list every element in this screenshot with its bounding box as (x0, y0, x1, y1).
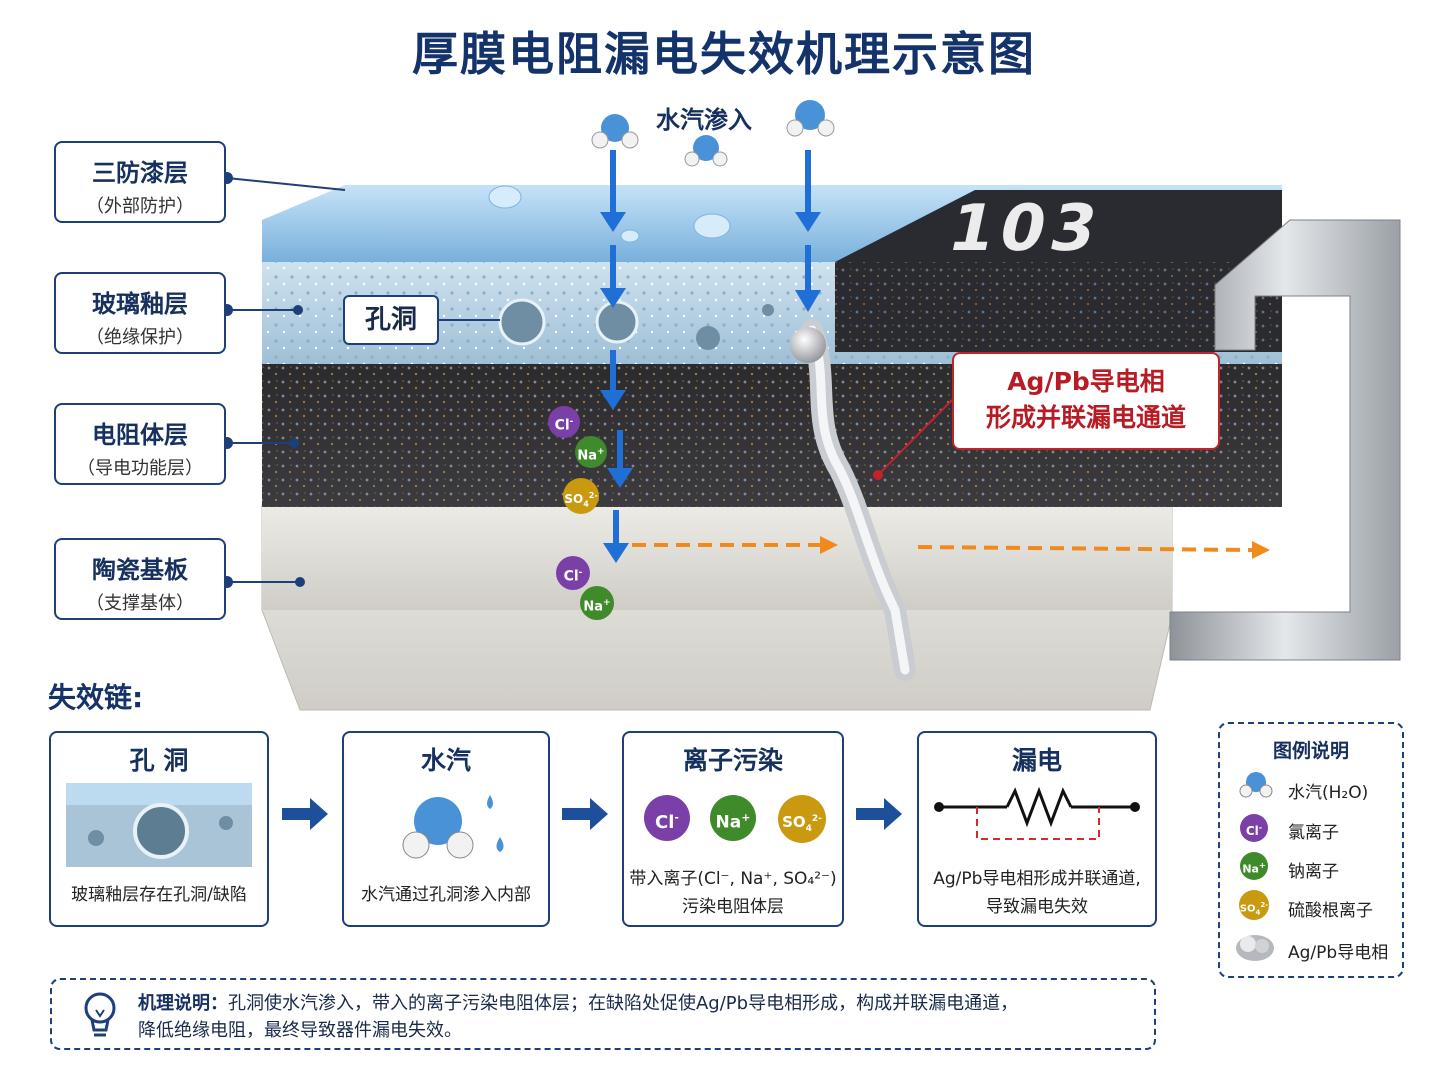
resistor-symbol-icon (934, 786, 1140, 840)
failure-chain-title: 失效链: (48, 681, 144, 714)
legend-cl-icon: Cl- (1240, 814, 1268, 842)
na-ion-icon: Na+ (710, 795, 756, 841)
legend-water: 水汽(H₂O) (1288, 783, 1369, 803)
layer-label-coating: 三防漆层（外部防护） (54, 141, 226, 223)
layer-label-ceramic: 陶瓷基板（支撑基体） (54, 538, 226, 620)
na-ion-1: Na+ (575, 436, 607, 468)
chain-card-ions: 离子污染 Cl- Na+ SO42- 带入离子(Cl⁻, Na⁺, SO₄²⁻)… (622, 731, 844, 927)
hole-callout: 孔洞 (343, 295, 439, 345)
legend-na: 钠离子 (1288, 862, 1339, 882)
page-title: 厚膜电阻漏电失效机理示意图 (412, 27, 1036, 81)
chain-card-moisture: 水汽 水汽通过孔洞渗入内部 (342, 731, 550, 927)
legend: 图例说明 水汽(H₂O) Cl- 氯离子 Na+ 钠离子 SO42- 硫酸根离子… (1218, 722, 1404, 978)
legend-so4: 硫酸根离子 (1288, 901, 1373, 921)
cl-ion-1: Cl- (548, 406, 580, 438)
cl-ion-icon: Cl- (644, 795, 690, 841)
legend-so4-icon: SO42- (1239, 890, 1269, 920)
water-icon (1239, 772, 1273, 798)
hole-illustration (66, 783, 252, 867)
mechanism-text-1: 孔洞使水汽渗入，带入的离子污染电阻体层；在缺陷处促使Ag/Pb导电相形成，构成并… (228, 993, 1019, 1014)
moisture-label: 水汽渗入 (656, 106, 752, 134)
chain-arrow-1 (282, 796, 330, 836)
cl-ion-2: Cl- (556, 556, 590, 590)
ag-pb-icon (1236, 935, 1274, 961)
chain-card-hole: 孔 洞 玻璃釉层存在孔洞/缺陷 (49, 731, 269, 927)
mechanism-text-2: 降低绝缘电阻，最终导致器件漏电失效。 (138, 1020, 462, 1041)
legend-ag-pb: Ag/Pb导电相 (1288, 943, 1389, 963)
na-ion-2: Na+ (580, 586, 614, 620)
so4-ion-icon: SO42- (778, 795, 826, 843)
legend-cl: 氯离子 (1288, 823, 1339, 843)
ag-pb-callout: Ag/Pb导电相 形成并联漏电通道 (952, 352, 1220, 450)
chain-arrow-2 (562, 796, 610, 836)
chain-arrow-3 (856, 796, 904, 836)
water-molecule-icon (402, 795, 504, 859)
chip-marking: 103 (942, 192, 1110, 266)
mechanism-label: 机理说明： (138, 993, 228, 1014)
chain-card-leakage: 漏电 Ag/Pb导电相形成并联通道, 导致漏电失效 (917, 731, 1157, 927)
lightbulb-icon (84, 992, 116, 1037)
legend-na-icon: Na+ (1240, 852, 1268, 880)
layer-label-resistor: 电阻体层（导电功能层） (54, 403, 226, 485)
layer-label-glass: 玻璃釉层（绝缘保护） (54, 272, 226, 354)
mechanism-note: 机理说明：孔洞使水汽渗入，带入的离子污染电阻体层；在缺陷处促使Ag/Pb导电相形… (50, 978, 1156, 1050)
so4-ion-1: SO42- (563, 478, 599, 514)
